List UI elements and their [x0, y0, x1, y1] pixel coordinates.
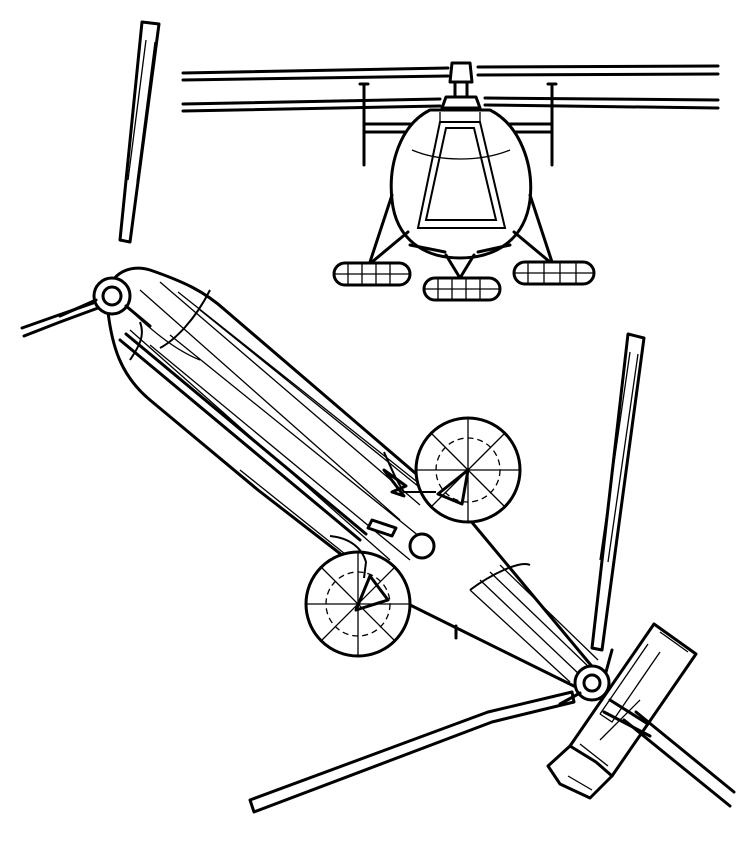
plan-fuselage [105, 266, 602, 696]
front-left-float [332, 261, 412, 287]
rear-rotor-blade-lower [248, 690, 576, 814]
front-rotor-blade-upper-detail [127, 39, 156, 183]
plan-step [366, 518, 398, 538]
plan-porthole [408, 532, 436, 560]
front-upper-rotor-blade [181, 64, 720, 82]
front-center-float [422, 276, 502, 302]
tail-cross [546, 622, 698, 800]
front-rotor-blade-lower [20, 300, 100, 338]
plan-view [20, 20, 736, 814]
rear-rotor-hub [573, 664, 611, 702]
plan-upper-float [382, 416, 522, 524]
front-rotor-hub [92, 276, 132, 316]
plan-lower-float [304, 535, 412, 658]
front-fuselage-frame [411, 112, 511, 160]
front-lower-rotor-blade [181, 96, 720, 113]
front-left-outrigger [358, 82, 422, 167]
front-right-outrigger [498, 82, 558, 167]
front-landing-struts [368, 193, 554, 280]
plan-fuselage-panels [119, 281, 599, 683]
front-rotor-mast [440, 61, 482, 110]
front-windscreen [416, 121, 507, 229]
front-view [181, 61, 720, 302]
front-rotor-blade-upper [118, 20, 161, 244]
front-fuselage [389, 108, 533, 260]
plan-fuselage-bulkheads [129, 289, 531, 591]
rear-rotor-blade-upper-detail [599, 351, 639, 563]
hub-arms [58, 298, 614, 706]
front-right-float [512, 260, 596, 286]
tail-rotor-blade [622, 710, 736, 808]
plan-longeron [118, 332, 368, 542]
